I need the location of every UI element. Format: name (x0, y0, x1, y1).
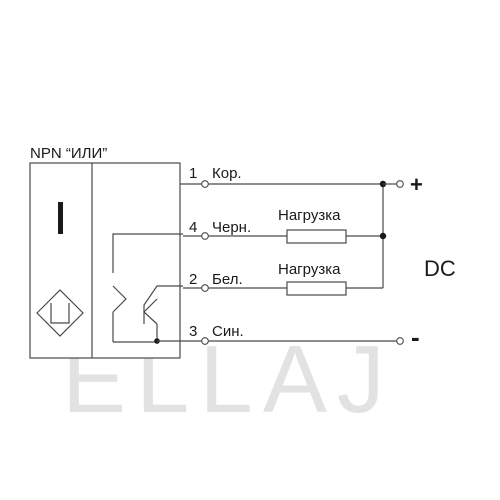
wire-4-number: 4 (189, 219, 197, 236)
inductive-sensor-icon (36, 289, 84, 337)
wire-2-name: Бел. (212, 271, 243, 288)
diagram-title: NPN “ИЛИ” (30, 145, 107, 162)
wire-1-name: Кор. (212, 165, 242, 182)
dc-label: DC (424, 256, 456, 281)
junction-dot-2 (379, 232, 387, 240)
minus-terminal (396, 337, 404, 345)
wire-3-name: Син. (212, 323, 244, 340)
load-resistor-2 (286, 281, 347, 296)
load-resistor-1 (286, 229, 347, 244)
load-label-2: Нагрузка (278, 261, 341, 278)
wire-2-number: 2 (189, 271, 197, 288)
wire-1-number: 1 (189, 165, 197, 182)
wire-3 (157, 337, 397, 345)
switch-contacts (112, 233, 183, 343)
load-label-1: Нагрузка (278, 207, 341, 224)
wire-3-number: 3 (189, 323, 197, 340)
sensor-symbol: I (0, 0, 1, 1)
plus-terminal (396, 180, 404, 188)
wire-4 (183, 232, 383, 240)
sensor-body (29, 162, 181, 359)
sensor-indicator-bar (58, 202, 63, 234)
minus-label: - (411, 322, 420, 352)
plus-label: + (410, 172, 423, 197)
wire-2 (183, 284, 383, 292)
wire-1 (180, 180, 383, 188)
wire-4-name: Черн. (212, 219, 251, 236)
